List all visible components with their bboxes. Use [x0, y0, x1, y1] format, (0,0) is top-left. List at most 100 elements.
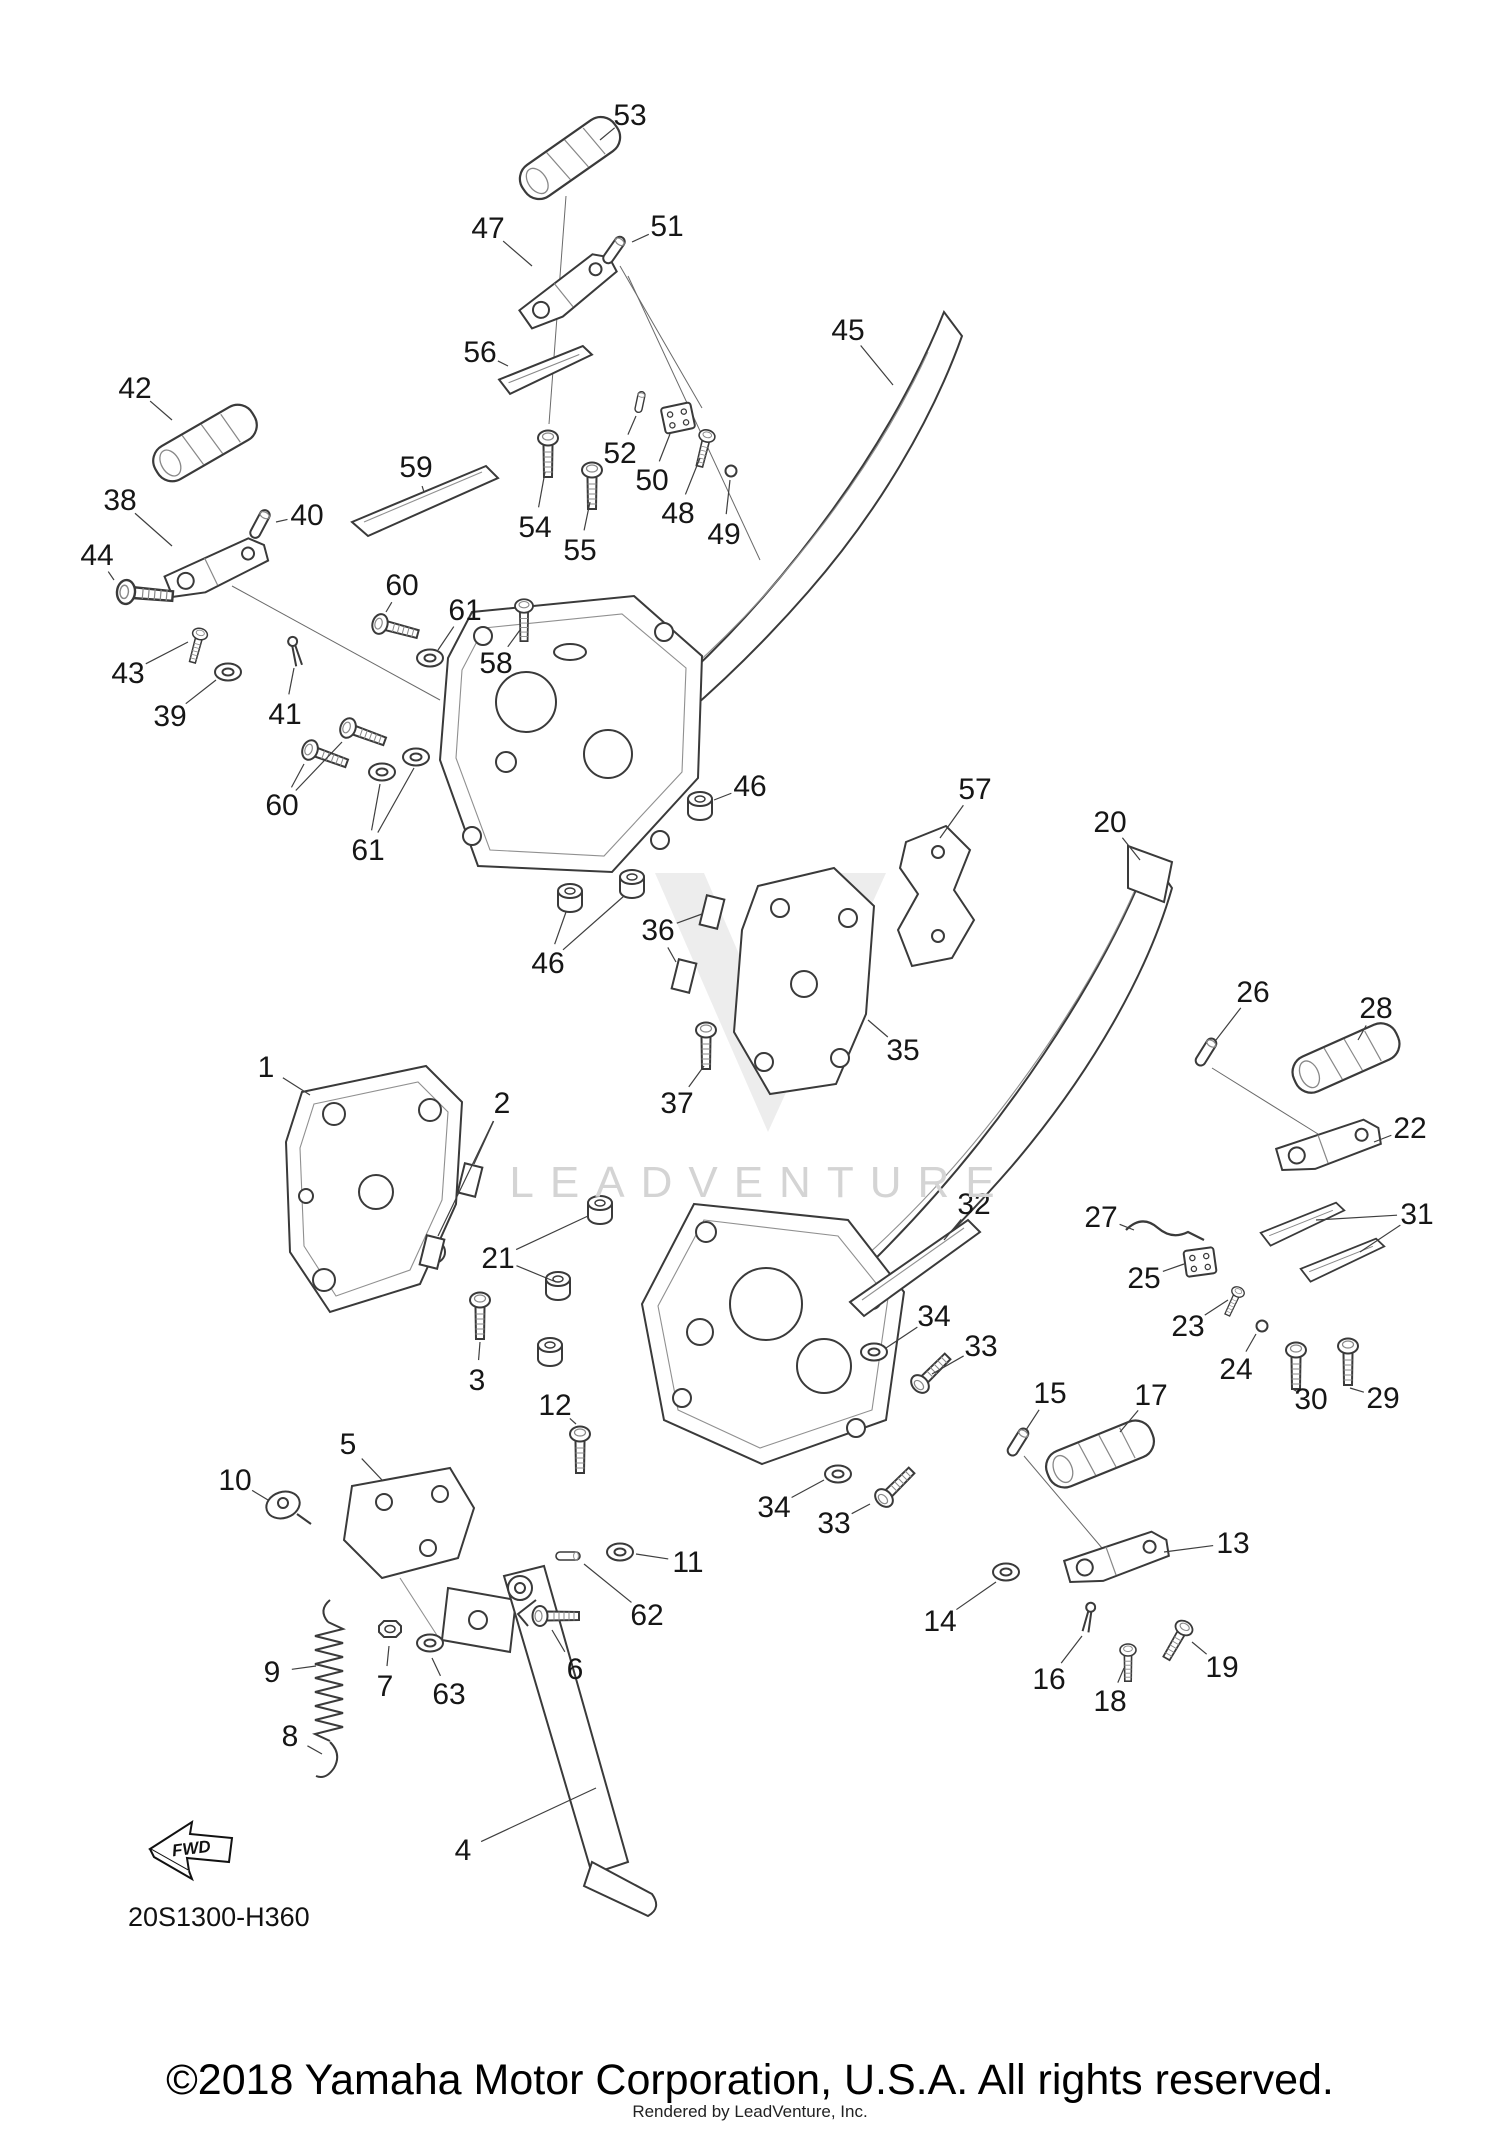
leader-line-50	[658, 433, 671, 462]
leader-line-62	[583, 1563, 632, 1603]
leader-line-46	[554, 911, 567, 945]
callout-46[interactable]: 46	[531, 947, 564, 980]
part-stand-clamp	[440, 1586, 518, 1654]
callout-55[interactable]: 55	[563, 534, 596, 567]
part-62-pin	[555, 1551, 581, 1561]
callout-27[interactable]: 27	[1084, 1201, 1117, 1234]
callout-61[interactable]: 61	[351, 834, 384, 867]
callout-60[interactable]: 60	[385, 569, 418, 602]
callout-4[interactable]: 4	[455, 1834, 472, 1867]
callout-58[interactable]: 58	[479, 647, 512, 680]
callout-9[interactable]: 9	[264, 1656, 281, 1689]
part-33-bolt	[870, 1462, 920, 1512]
callout-52[interactable]: 52	[603, 437, 636, 470]
leader-line-11	[635, 1553, 669, 1560]
part-38-fbracket	[162, 532, 274, 606]
callout-47[interactable]: 47	[471, 212, 504, 245]
callout-6[interactable]: 6	[567, 1653, 584, 1686]
callout-21[interactable]: 21	[481, 1242, 514, 1275]
callout-63[interactable]: 63	[432, 1678, 465, 1711]
leader-line-9	[291, 1665, 317, 1670]
callout-3[interactable]: 3	[469, 1364, 486, 1397]
callout-31[interactable]: 31	[1400, 1198, 1433, 1231]
callout-39[interactable]: 39	[153, 700, 186, 733]
callout-18[interactable]: 18	[1093, 1685, 1126, 1718]
part-36-shim	[670, 958, 698, 994]
callout-25[interactable]: 25	[1127, 1262, 1160, 1295]
callout-20[interactable]: 20	[1093, 806, 1126, 839]
leader-line-37	[688, 1065, 705, 1088]
callout-29[interactable]: 29	[1366, 1382, 1399, 1415]
callout-13[interactable]: 13	[1216, 1527, 1249, 1560]
callout-7[interactable]: 7	[377, 1670, 394, 1703]
callout-5[interactable]: 5	[340, 1428, 357, 1461]
callout-34[interactable]: 34	[917, 1300, 950, 1333]
leader-line-46	[562, 895, 625, 951]
callout-46[interactable]: 46	[733, 770, 766, 803]
callout-10[interactable]: 10	[218, 1464, 251, 1497]
callout-51[interactable]: 51	[650, 210, 683, 243]
callout-62[interactable]: 62	[630, 1599, 663, 1632]
callout-37[interactable]: 37	[660, 1087, 693, 1120]
callout-61[interactable]: 61	[448, 594, 481, 627]
callout-16[interactable]: 16	[1032, 1663, 1065, 1696]
part-5-sidestand-bracket	[342, 1466, 476, 1641]
callout-32[interactable]: 32	[957, 1188, 990, 1221]
callout-15[interactable]: 15	[1033, 1377, 1066, 1410]
part-60-bolt	[369, 611, 422, 645]
callout-38[interactable]: 38	[103, 484, 136, 517]
callout-28[interactable]: 28	[1359, 992, 1392, 1025]
callout-1[interactable]: 1	[258, 1051, 275, 1084]
callout-22[interactable]: 22	[1393, 1112, 1426, 1145]
leader-line-63	[431, 1657, 442, 1677]
callout-23[interactable]: 23	[1171, 1310, 1204, 1343]
callout-2[interactable]: 2	[494, 1087, 511, 1120]
callout-41[interactable]: 41	[268, 698, 301, 731]
callout-43[interactable]: 43	[111, 657, 144, 690]
callout-17[interactable]: 17	[1134, 1379, 1167, 1412]
callout-33[interactable]: 33	[964, 1330, 997, 1363]
callout-19[interactable]: 19	[1205, 1651, 1238, 1684]
part-16-cotter	[1080, 1600, 1098, 1634]
callout-12[interactable]: 12	[538, 1389, 571, 1422]
leader-lines-layer	[107, 127, 1401, 1843]
callout-30[interactable]: 30	[1294, 1383, 1327, 1416]
callout-33[interactable]: 33	[817, 1507, 850, 1540]
callout-49[interactable]: 49	[707, 518, 740, 551]
callout-42[interactable]: 42	[118, 372, 151, 405]
part-33-bolt	[906, 1348, 956, 1398]
callout-44[interactable]: 44	[80, 539, 113, 572]
callout-57[interactable]: 57	[958, 773, 991, 806]
callout-48[interactable]: 48	[661, 497, 694, 530]
callout-60[interactable]: 60	[265, 789, 298, 822]
callout-36[interactable]: 36	[641, 914, 674, 947]
callout-11[interactable]: 11	[672, 1546, 703, 1579]
callout-54[interactable]: 54	[518, 511, 551, 544]
leader-line-41	[288, 667, 295, 695]
leader-line-31	[1359, 1224, 1401, 1253]
leader-line-35	[867, 1019, 889, 1038]
callout-8[interactable]: 8	[282, 1720, 299, 1753]
callout-59[interactable]: 59	[399, 451, 432, 484]
callout-26[interactable]: 26	[1236, 976, 1269, 1009]
callout-40[interactable]: 40	[290, 499, 323, 532]
leader-line-61	[370, 783, 381, 831]
leader-line-45	[860, 345, 894, 386]
callout-45[interactable]: 45	[831, 314, 864, 347]
callout-53[interactable]: 53	[613, 99, 646, 132]
callout-35[interactable]: 35	[886, 1034, 919, 1067]
watermark-text: LEADVENTURE	[509, 1158, 1011, 1207]
part-31-bar	[1258, 1200, 1349, 1249]
leader-line-17	[1119, 1409, 1139, 1433]
leader-line-60	[385, 601, 393, 613]
leader-line-1	[282, 1077, 311, 1096]
part-61-washer	[368, 762, 396, 782]
callout-50[interactable]: 50	[635, 464, 668, 497]
part-43-bolt	[184, 625, 210, 665]
callout-34[interactable]: 34	[757, 1491, 790, 1524]
callout-14[interactable]: 14	[923, 1605, 956, 1638]
callout-56[interactable]: 56	[463, 336, 496, 369]
callout-24[interactable]: 24	[1219, 1353, 1252, 1386]
part-59-guard-plate	[350, 464, 500, 538]
